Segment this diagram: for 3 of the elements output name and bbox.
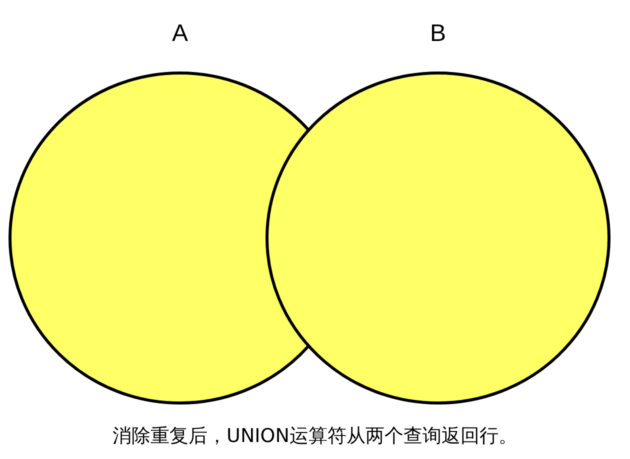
caption: 消除重复后，UNION运算符从两个查询返回行。 (112, 424, 518, 448)
set-label: A (172, 20, 188, 48)
set-label: B (430, 20, 446, 48)
